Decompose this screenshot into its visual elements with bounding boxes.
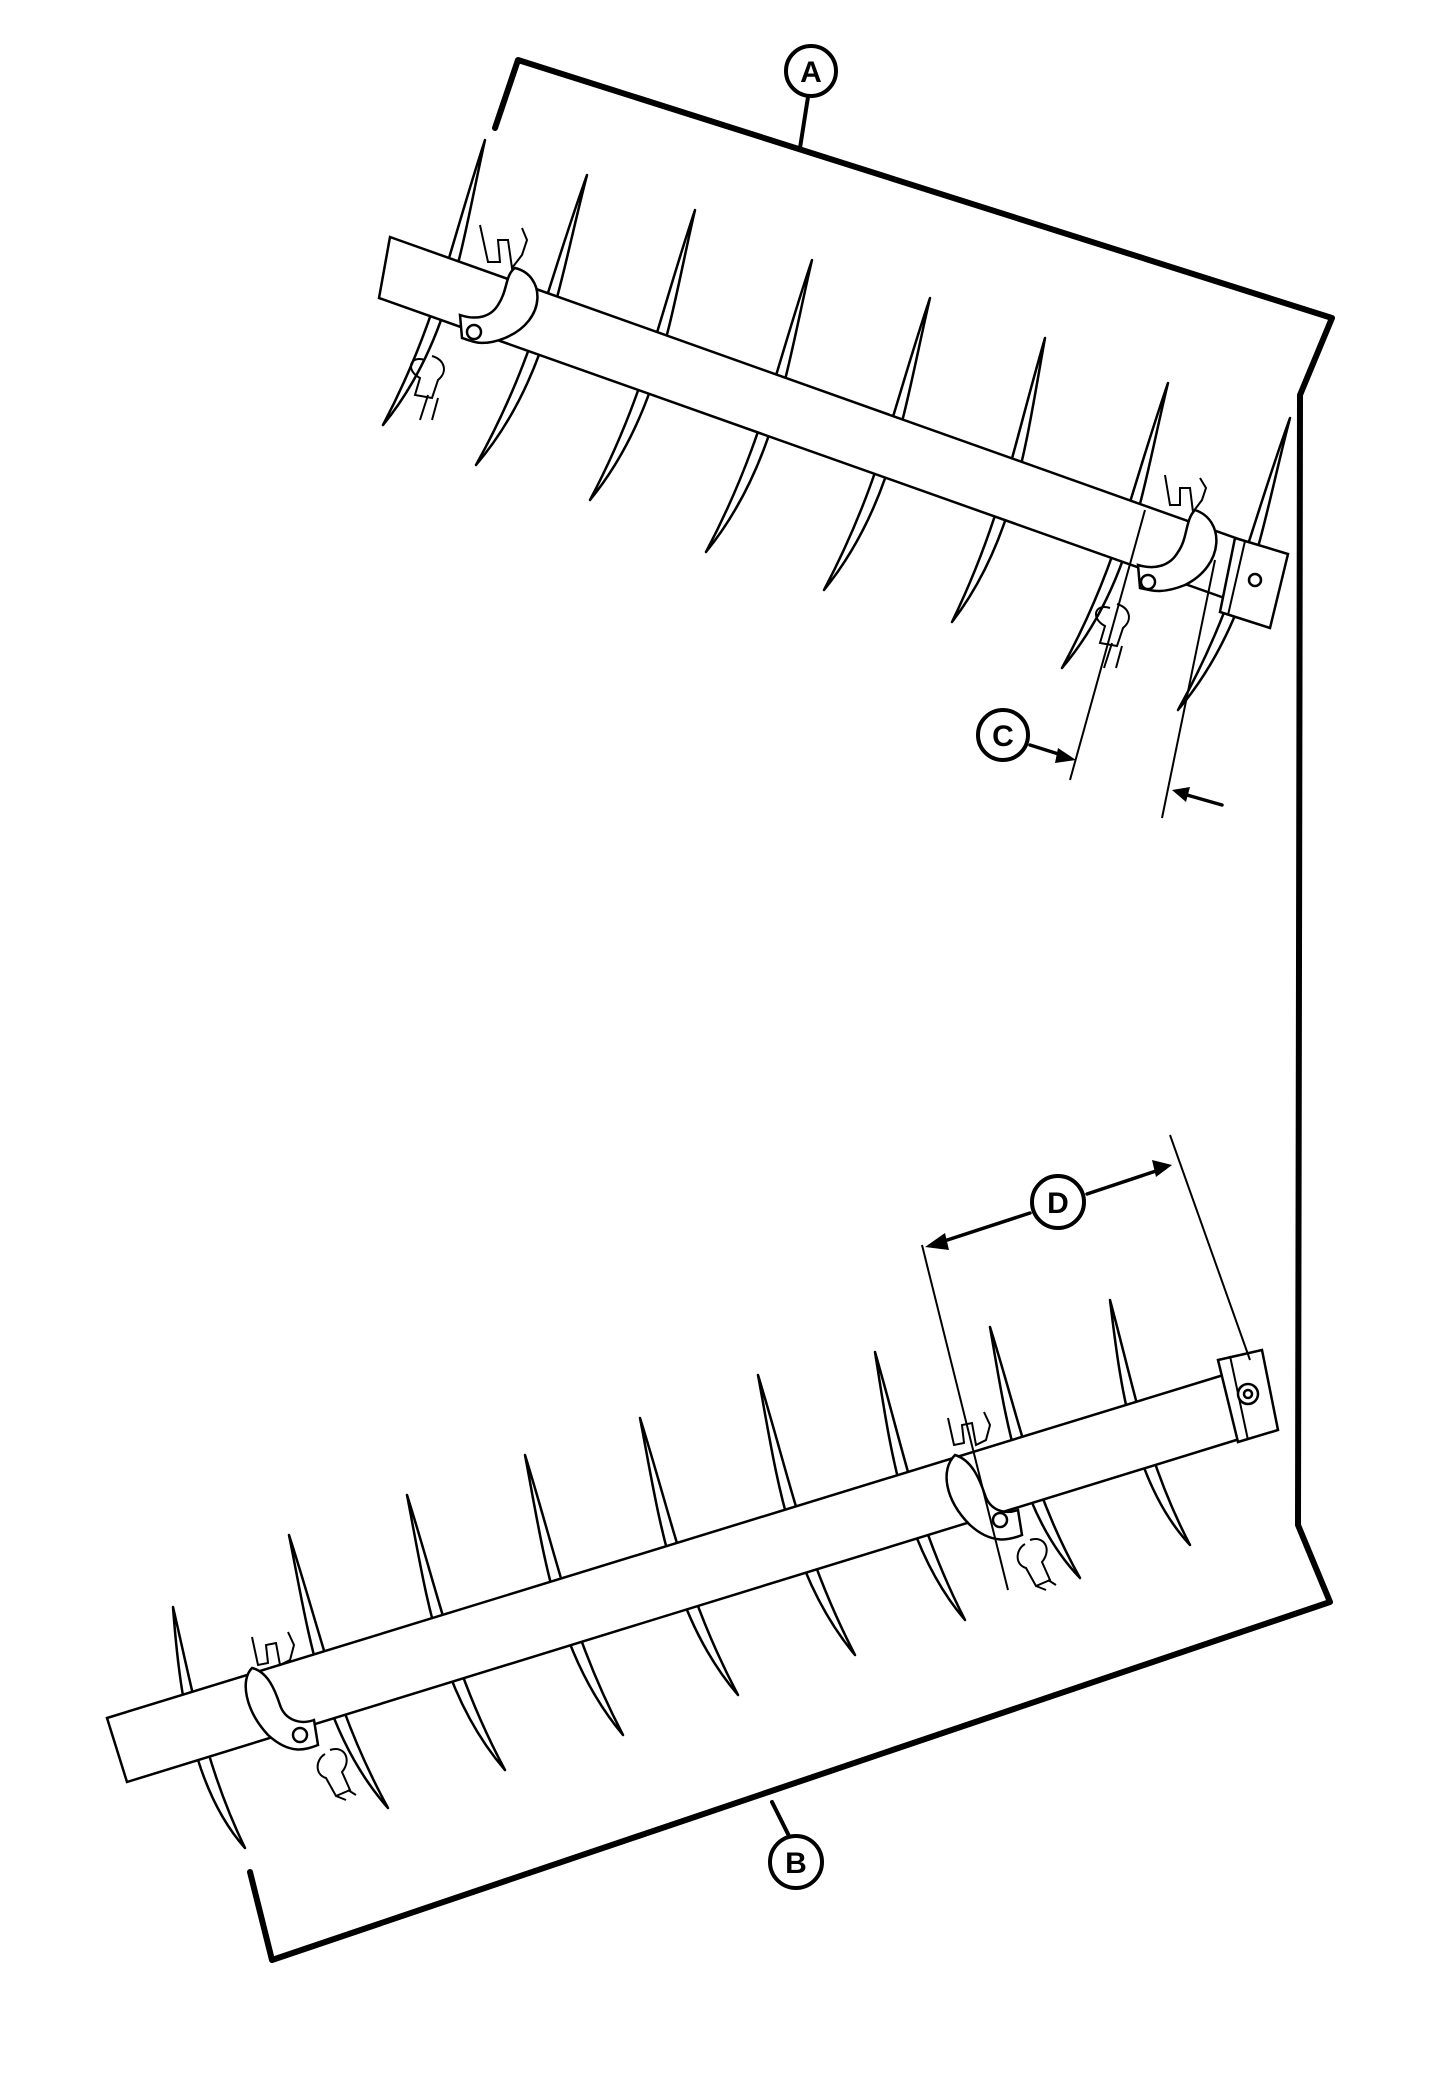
lower-tine bbox=[756, 1373, 857, 1657]
callout-c: C bbox=[976, 708, 1224, 807]
svg-text:A: A bbox=[800, 56, 822, 89]
spacing-line-c-right bbox=[1161, 559, 1216, 819]
lower-tine bbox=[1108, 1298, 1192, 1547]
spacing-line-c-left bbox=[1069, 509, 1146, 781]
callout-b: B bbox=[768, 1800, 824, 1890]
upper-tine bbox=[1176, 416, 1292, 712]
upper-left-bracket bbox=[410, 224, 539, 421]
upper-end-block bbox=[1218, 536, 1290, 630]
upper-rake-assembly bbox=[377, 138, 1292, 712]
upper-tine bbox=[474, 173, 589, 467]
lower-tines bbox=[171, 1298, 1192, 1850]
lower-tine bbox=[523, 1453, 625, 1737]
lower-end-block bbox=[1216, 1348, 1280, 1444]
callout-d: D bbox=[925, 1160, 1172, 1250]
svg-text:B: B bbox=[785, 1847, 807, 1880]
lower-rake-assembly bbox=[105, 1298, 1280, 1850]
lower-left-bracket bbox=[244, 1631, 357, 1801]
svg-text:D: D bbox=[1047, 1187, 1069, 1220]
callout-a: A bbox=[784, 44, 838, 150]
upper-tine bbox=[588, 208, 697, 502]
lower-tine bbox=[171, 1605, 247, 1850]
upper-tine bbox=[381, 138, 487, 427]
spacing-line-d-right bbox=[1169, 1134, 1251, 1361]
upper-tine bbox=[950, 336, 1047, 624]
lower-tine bbox=[873, 1350, 967, 1622]
spacing-line-d-left bbox=[921, 1244, 1009, 1591]
upper-tines bbox=[381, 138, 1292, 712]
upper-tine bbox=[822, 296, 932, 592]
panel-outline bbox=[247, 57, 1335, 1963]
upper-tine bbox=[704, 258, 814, 554]
lower-tine bbox=[638, 1416, 740, 1697]
svg-text:C: C bbox=[992, 720, 1014, 753]
lower-tine bbox=[405, 1493, 507, 1772]
lower-tine bbox=[287, 1533, 390, 1810]
upper-tine bbox=[1060, 381, 1170, 670]
lower-tine bbox=[988, 1325, 1082, 1580]
